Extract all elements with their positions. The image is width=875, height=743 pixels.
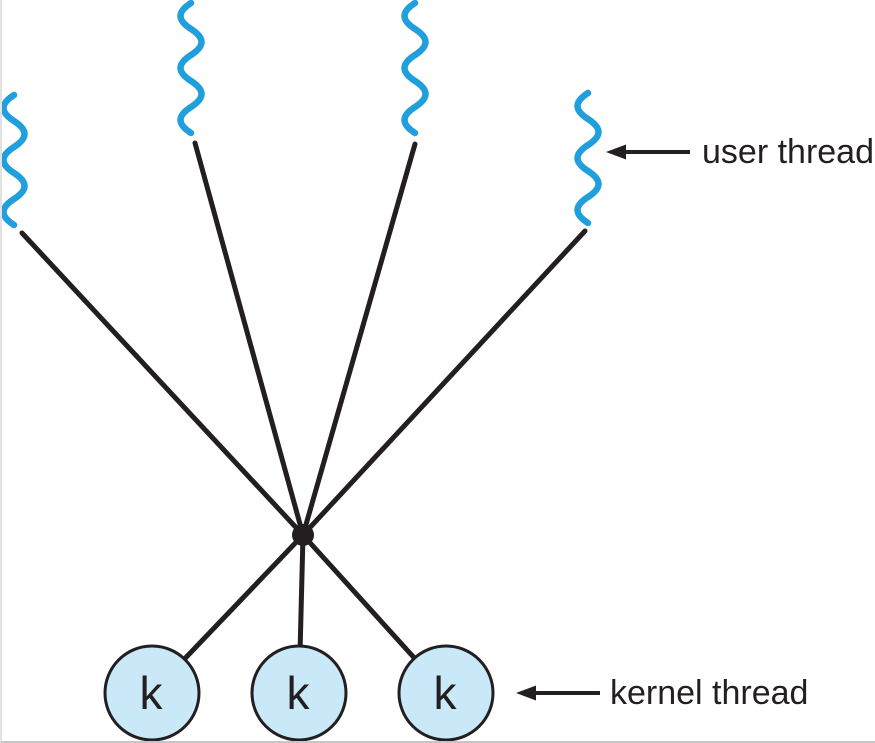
- kernel-thread-caption: kernel thread: [610, 674, 808, 712]
- kernel-thread-node-2: k: [250, 644, 348, 741]
- kernel-thread-label: k: [434, 667, 458, 719]
- user-thread-caption: user thread: [702, 133, 874, 171]
- user-thread-squiggle-3: [405, 3, 426, 133]
- kernel-thread-node-3: k: [397, 644, 495, 741]
- user-thread-connector-1: [19, 230, 306, 538]
- user-thread-connector-2: [192, 140, 306, 538]
- user-thread-connector-4: [300, 228, 588, 538]
- kernel-thread-circle: [397, 644, 495, 741]
- kernel-thread-label: k: [140, 667, 164, 719]
- user-thread-squiggle-2: [181, 3, 202, 133]
- kernel-thread-label: k: [287, 667, 311, 719]
- multiplex-junction-dot: [292, 524, 314, 546]
- kernel-thread-node-1: k: [103, 644, 201, 741]
- user-thread-connectors: [19, 140, 588, 538]
- user-thread-squiggle-4: [578, 93, 599, 223]
- user-thread-connector-3: [300, 141, 418, 538]
- user-thread-squiggles: [4, 3, 599, 225]
- kernel-thread-annotation: kernel thread: [516, 674, 808, 712]
- kernel-thread-circle: [103, 644, 201, 741]
- kernel-thread-circle: [250, 644, 348, 741]
- user-thread-annotation: user thread: [606, 133, 874, 171]
- user-thread-squiggle-1: [4, 95, 25, 225]
- left-arrowhead-icon: [516, 685, 536, 701]
- left-arrowhead-icon: [606, 144, 626, 160]
